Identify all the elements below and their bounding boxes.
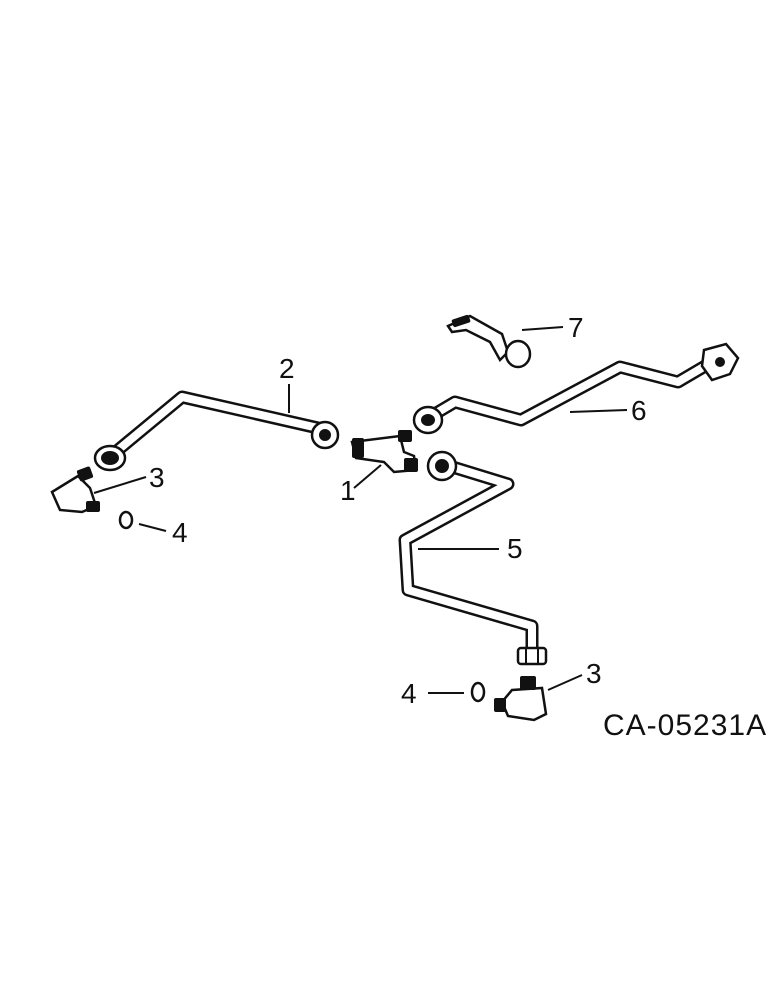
tube-5-top-nut [426, 450, 458, 482]
callout-5: 5 [507, 533, 523, 564]
tube-6-left-nut [412, 405, 444, 435]
tube-6-right-nut [700, 342, 740, 382]
tube-part-6 [412, 342, 740, 435]
tube-2-right-nut [310, 420, 340, 450]
elbow-fitting-part-3-left [50, 466, 100, 514]
callout-2: 2 [279, 353, 295, 384]
drawing-code: CA-05231A [603, 709, 767, 742]
o-ring-part-4-left [118, 510, 134, 530]
leader-line-4-left [138, 523, 167, 532]
leader-line-3-left [93, 476, 147, 494]
tube-5-bottom-nut [516, 646, 548, 666]
leader-line-7 [521, 326, 564, 331]
callout-6: 6 [631, 395, 647, 426]
tee-fitting-part-1 [350, 430, 418, 474]
clamp-part-7 [446, 314, 532, 369]
leader-line-1 [353, 464, 382, 489]
callout-4-lower: 4 [401, 678, 417, 709]
tube-2-left-nut [93, 444, 127, 472]
o-ring-part-4-lower [470, 681, 486, 703]
callout-4-left: 4 [172, 517, 188, 548]
tube-part-2 [93, 390, 340, 472]
elbow-fitting-part-3-lower [494, 676, 548, 722]
callout-3-left: 3 [149, 462, 165, 493]
callout-1: 1 [340, 475, 356, 506]
callout-7: 7 [568, 312, 584, 343]
tube-part-5 [398, 450, 548, 666]
leader-line-6 [569, 409, 628, 413]
callout-3-lower: 3 [586, 658, 602, 689]
leader-line-3-lower [547, 674, 583, 691]
